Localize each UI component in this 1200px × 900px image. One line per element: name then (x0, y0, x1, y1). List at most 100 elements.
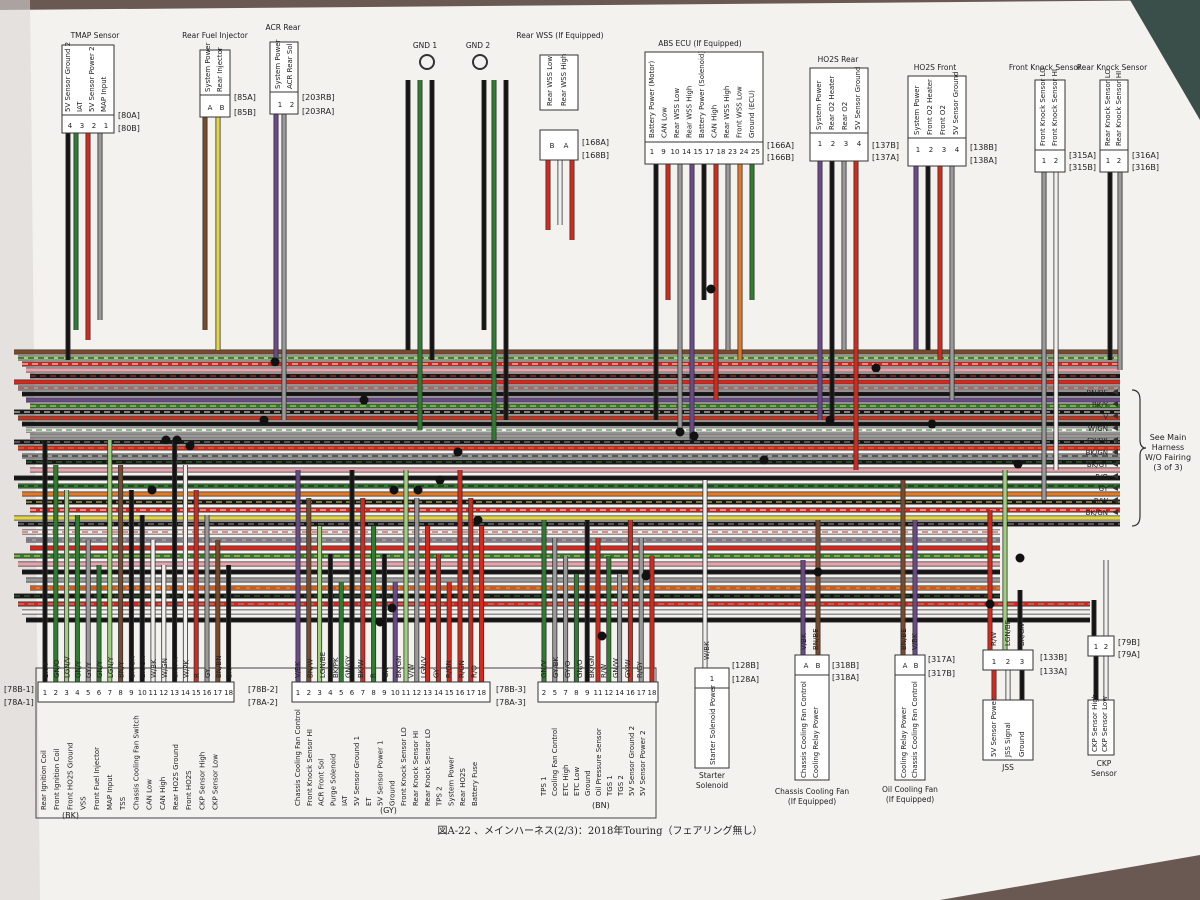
splice-dot-19 (871, 363, 881, 373)
ecm-bn-wire-label-1: GN/V (540, 660, 548, 678)
acr-rear-pin-1: 1 (278, 101, 282, 109)
ecm-gy-pin-16: 16 (456, 689, 465, 697)
abs-ecu-pin-8: 23 (728, 148, 737, 156)
fan-pin-label-2: Cooling Relay Power (812, 707, 820, 778)
ecm-bk-wire-label-1: BK/Y (42, 661, 50, 678)
ecm-bn-signal-2: Cooling Fan Control (551, 728, 559, 796)
front-knock-title: Front Knock Sensor (1009, 63, 1082, 72)
tmap-pin-label-4: MAP Input (100, 76, 108, 112)
acr-rear-conn-a: [203RB] (302, 93, 335, 102)
rear-fuel-label-box (199, 49, 231, 96)
ho2s-front-connector (907, 137, 967, 167)
abs-ecu-pin-10: 25 (751, 148, 760, 156)
splice-dot-21 (1013, 459, 1023, 469)
ecm-gy-signal-9: Ground (388, 780, 396, 806)
jss-pin-2: 2 (1006, 658, 1010, 666)
ecm-gy-wire-label-5: GN/GY (344, 655, 352, 678)
splice-dot-20 (927, 419, 937, 429)
ecm-bk-wire-label-11: W/BK (150, 659, 158, 678)
ho2s-front-pin-label-2: Front O2 Heater (926, 79, 934, 135)
ecm-bn-wire-label-8: GY/W (624, 659, 632, 678)
front-knock-conn-b: [315B] (1069, 163, 1096, 172)
ecm-gy-wire-label-9: BK/GN (395, 656, 403, 678)
abs-ecu-title: ABS ECU (If Equipped) (658, 39, 742, 48)
splice-dot-13 (387, 603, 397, 613)
ckp-title-2: Sensor (1091, 769, 1118, 778)
right-wire-label-1: BN/BE (1086, 389, 1108, 397)
ecm-bn-wire-label-6: R/W (600, 664, 608, 678)
rear-wss-title: Rear WSS (If Equipped) (516, 31, 603, 40)
starter-title-2: Solenoid (696, 781, 728, 790)
right-wire-label-5: GY/BK (1087, 437, 1109, 445)
ecm-bk-wire-label-13: BK/PK (172, 657, 180, 678)
ecm-bn-label: (BN) (592, 801, 610, 810)
ecm-gy-wire-label-14: R/GN (458, 660, 466, 678)
right-wire-arrow-6 (1112, 449, 1118, 455)
starter-wire-label: W/BK (703, 641, 711, 660)
ecm-bn-pin-1: 2 (542, 689, 546, 697)
right-wire-label-10: R/W (1094, 497, 1108, 505)
ecm-bk-signal-4: VSS (80, 796, 88, 810)
fan-conn-b: [318A] (832, 673, 859, 682)
ecm-bk-wire-label-7: LGN/Y (107, 656, 115, 678)
abs-ecu-pin-label-6: CAN High (711, 105, 719, 138)
abs-ecu-pin-label-9: Ground (ECU) (748, 90, 756, 138)
ecm-gy-pin-5: 5 (339, 689, 343, 697)
acr-rear-conn-b: [203RA] (302, 107, 334, 116)
ecm-gy-pin-17: 17 (466, 689, 475, 697)
fan-label-box (794, 674, 830, 781)
ho2s-rear-conn-b: [137A] (872, 153, 899, 162)
ecm-bk-wire-label-4: GN/Y (74, 660, 82, 678)
rear-knock-connector (1099, 149, 1129, 173)
ecm-bn-signal-9: 5V Sensor Ground 2 (628, 726, 636, 796)
ecm-gy-signal-1: Chassis Cooling Fan Control (294, 709, 302, 806)
abs-ecu-pin-9: 24 (740, 148, 749, 156)
splice-dot-16 (706, 284, 716, 294)
rear-knock-pin-1: 1 (1106, 157, 1110, 165)
abs-ecu-pin-label-5: Battery Power (Solenoid) (698, 51, 706, 138)
ho2s-front-label-box (907, 75, 967, 139)
oil-fan-wire-label-2: V/BK (911, 633, 919, 650)
rear-knock-conn-b: [316B] (1132, 163, 1159, 172)
splice-dot-8 (389, 485, 399, 495)
ho2s-front-pin-3: 3 (942, 146, 946, 154)
ecm-bk-wire-label-18: BK (226, 668, 234, 678)
ecm-bn-wire-label-7: GN/W (612, 658, 620, 678)
ecm-gy-pin-14: 14 (434, 689, 443, 697)
acr-rear-title: ACR Rear (266, 23, 302, 32)
splice-dot-14 (675, 427, 685, 437)
ho2s-rear-pin-label-2: Rear O2 Heater (828, 76, 836, 130)
ecm-bk-pin-11: 11 (149, 689, 158, 697)
ecm-bk-pin-12: 12 (159, 689, 168, 697)
ecm-bn-wire-label-3: GY/O (564, 660, 572, 678)
splice-dot-24 (813, 567, 823, 577)
ho2s-front-conn-b: [138A] (970, 156, 997, 165)
ckp-connector (1087, 635, 1115, 657)
ecm-bk-signal-14: CKP Sensor Low (212, 754, 220, 810)
rear-wss-pin-label-2: Rear WSS High (560, 54, 568, 106)
abs-ecu-pin-label-4: Rear WSS High (686, 86, 694, 138)
ecm-bn-connector (537, 681, 659, 703)
acr-rear-pin-2: 2 (290, 101, 294, 109)
front-knock-pin-label-2: Front Knock Sensor HI (1051, 69, 1059, 146)
ecm-bk-wire-label-3: LGN/V (64, 656, 72, 678)
fan-title-2: (If Equipped) (788, 797, 836, 806)
ckp-conn-a: [79B] (1118, 638, 1140, 647)
oil-fan-connector (894, 654, 926, 676)
ho2s-front-pin-4: 4 (955, 146, 960, 154)
rear-fuel-pin-1: A (208, 104, 213, 112)
abs-ecu-pin-2: 9 (661, 148, 665, 156)
right-wire-arrow-11 (1112, 509, 1118, 515)
ecm-bn-signal-7: TGS 1 (606, 775, 614, 797)
abs-ecu-pin-label-2: CAN Low (661, 107, 669, 138)
ecm-gy-signal-10: Front Knock Sensor LO (400, 727, 408, 806)
ecm-bk-signal-7: TSS (119, 796, 127, 811)
ecm-bn-signal-10: 5V Sensor Power 2 (639, 730, 647, 796)
ho2s-rear-title: HO2S Rear (818, 55, 860, 64)
ecm-bk-wire-label-17: BN/BN (215, 656, 223, 678)
splice-dot-2 (259, 415, 269, 425)
rear-fuel-connector (199, 94, 231, 118)
splice-dot-1 (270, 357, 280, 367)
oil-fan-title-2: (If Equipped) (886, 795, 934, 804)
ecm-bk-wire-label-6: GN/Y (96, 660, 104, 678)
